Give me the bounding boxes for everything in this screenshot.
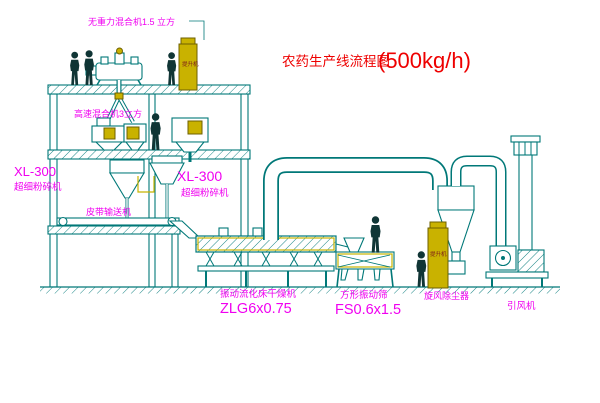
label-leader-line <box>189 20 205 40</box>
cyclone-drop-pipe <box>451 251 461 262</box>
mixer-port-left <box>100 56 109 65</box>
fan-hub <box>501 256 505 260</box>
annotations: 无重力混合机1.5 立方 农药生产线流程图 (500kg/h) 高速混合机3立方… <box>14 16 536 318</box>
building-column-right <box>240 93 249 288</box>
screen-box-liner <box>337 253 393 268</box>
dryer-base-frame <box>197 265 335 272</box>
building-column-lower <box>171 233 179 288</box>
label-pulverizer-left-model: XL-300 <box>14 164 56 179</box>
conveyor-roller-left <box>58 216 68 227</box>
worker-figure <box>167 52 177 86</box>
bucket-elevator-right: 提升机 <box>427 221 449 289</box>
elevator-right-body <box>427 227 449 289</box>
y-pipe-joint <box>114 92 124 100</box>
cyclone-outlet-duct <box>450 155 507 248</box>
building-top-slab <box>47 84 251 95</box>
label-belt-conveyor: 皮带输送机 <box>86 206 131 217</box>
label-cyclone: 旋风除尘器 <box>424 290 469 301</box>
diagram-title: 农药生产线流程图 <box>282 54 390 69</box>
elevator-left-label: 提升机 <box>182 60 199 68</box>
mixer-inlet-cap <box>116 47 123 55</box>
cyclone-body <box>437 185 475 211</box>
high-speed-mixer-panel <box>103 127 116 140</box>
elevator-left-head <box>180 37 196 45</box>
dryer-springs <box>205 251 323 267</box>
aux-machine-panel <box>126 126 140 140</box>
building-structure <box>47 84 251 288</box>
high-speed-mixer-motor <box>96 117 111 127</box>
induced-draft-fan-equipment <box>485 135 549 287</box>
label-pulverizer-mid-model: XL-300 <box>177 168 222 184</box>
label-induced-draft-fan: 引风机 <box>507 300 536 312</box>
diagram-capacity: (500kg/h) <box>378 48 471 73</box>
vibrating-screen-equipment <box>335 237 395 288</box>
worker-figure <box>416 251 427 287</box>
dryer-stub-2 <box>252 227 263 237</box>
building-low-slab <box>47 225 181 235</box>
yellow-bracket <box>137 176 155 193</box>
cyclone-receiver-bin <box>446 260 466 275</box>
label-high-speed-mixer: 高速混合机3立方 <box>74 108 142 119</box>
label-pulverizer-left-name: 超细粉碎机 <box>14 181 62 193</box>
cyclone-separator-equipment <box>437 185 475 275</box>
elevator-left-body <box>178 43 198 91</box>
receiver-hopper-cone <box>109 172 145 199</box>
third-floor-equipment <box>109 155 185 221</box>
label-screen-name: 方形振动筛 <box>340 289 388 301</box>
vent-cap-slats <box>518 142 532 155</box>
fan-exhaust-stack <box>518 153 533 251</box>
fan-base <box>485 271 549 279</box>
pulverizer-feeder-cone <box>174 141 206 153</box>
fluid-bed-dryer-equipment <box>195 227 353 287</box>
belt-conveyor-equipment <box>56 216 202 239</box>
worker-figure <box>70 51 80 85</box>
pulverizer-mid-top <box>151 155 183 164</box>
label-pulverizer-mid-name: 超细粉碎机 <box>181 187 229 199</box>
exhaust-duct <box>263 157 448 240</box>
elevator-right-head <box>429 221 447 229</box>
second-floor-equipment <box>91 117 209 162</box>
screen-spout-2 <box>357 268 365 281</box>
building-mid-slab <box>47 149 251 160</box>
ground-hatch <box>40 287 560 294</box>
label-screen-model: FS0.6x1.5 <box>335 302 401 318</box>
fan-motor <box>517 249 545 273</box>
elevator-right-label: 提升机 <box>430 250 447 258</box>
label-gravity-mixer: 无重力混合机1.5 立方 <box>88 16 175 27</box>
dryer-stub-1 <box>218 227 229 237</box>
mixer-port-right <box>130 56 139 65</box>
screen-spout-1 <box>340 268 349 281</box>
label-dryer-name: 振动流化床干燥机 <box>220 288 297 300</box>
dryer-legs <box>205 271 327 287</box>
mixer-feed-inlet <box>114 52 125 65</box>
ground-line <box>40 286 560 294</box>
pulverizer-feeder-panel <box>187 120 203 135</box>
mixer-trough <box>95 62 143 81</box>
pulverizer-mid-cone <box>149 162 185 185</box>
worker-figure <box>84 50 94 86</box>
screen-spout-3 <box>373 268 381 281</box>
worker-figure <box>370 216 381 253</box>
high-speed-mixer-cone <box>94 141 124 151</box>
label-dryer-model: ZLG6x0.75 <box>220 301 292 317</box>
bucket-elevator-left: 提升机 <box>178 37 199 91</box>
receiver-hopper-top <box>109 159 145 174</box>
conveyor-frame <box>56 217 180 226</box>
aux-machine-cone <box>124 141 146 151</box>
vent-cap-rim <box>510 135 541 143</box>
